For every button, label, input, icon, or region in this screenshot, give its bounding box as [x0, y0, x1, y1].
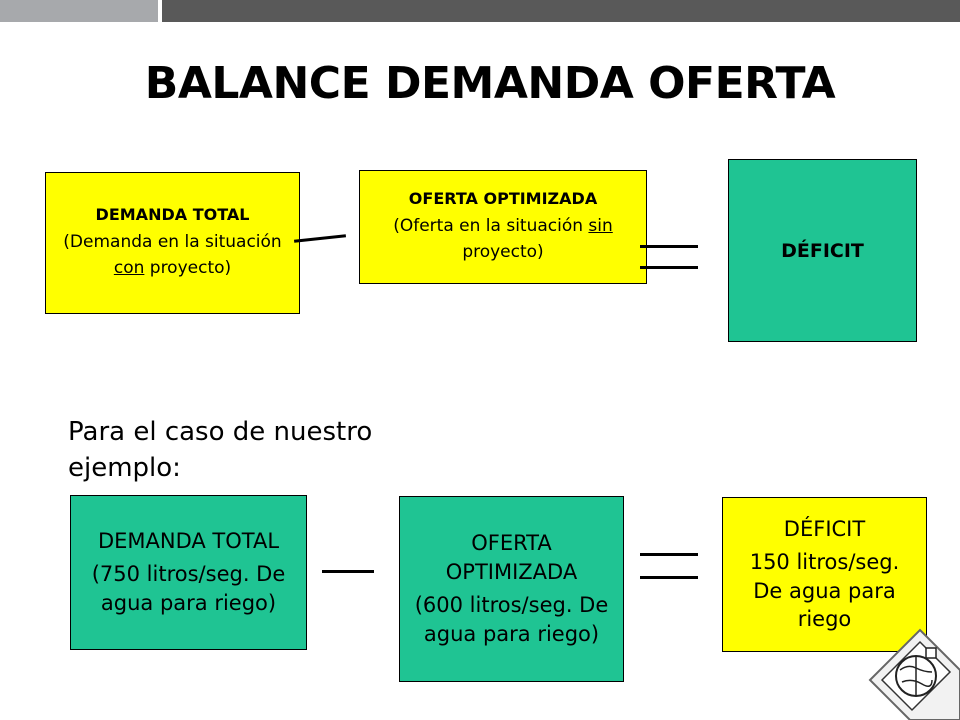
- example-equals-bottom-line: [640, 576, 698, 579]
- oferta-optimizada-heading: OFERTA OPTIMIZADA: [408, 189, 598, 208]
- example-deficit-value: 150 litros/seg. De agua para riego: [749, 549, 900, 632]
- demanda-total-box: DEMANDA TOTAL (Demanda en la situación c…: [45, 172, 300, 314]
- example-caption: Para el caso de nuestro ejemplo:: [68, 417, 373, 483]
- example-demanda-title: DEMANDA TOTAL: [97, 529, 280, 554]
- example-deficit-title: DÉFICIT: [783, 516, 866, 541]
- example-oferta-title: OFERTA OPTIMIZADA: [445, 531, 578, 585]
- equals-connector-bottom-line: [640, 266, 698, 269]
- institution-logo-icon: [868, 628, 960, 720]
- oferta-desc-text: (Oferta en la situación: [393, 216, 589, 236]
- example-demanda-value: (750 litros/seg. De agua para riego): [91, 562, 286, 615]
- example-deficit-box: DÉFICIT 150 litros/seg. De agua para rie…: [722, 497, 927, 652]
- example-minus-connector: [322, 570, 374, 573]
- page-title: BALANCE DEMANDA OFERTA: [144, 58, 836, 109]
- deficit-heading: DÉFICIT: [781, 239, 864, 262]
- demanda-total-description: (Demanda en la situación con proyecto): [46, 230, 299, 281]
- demanda-desc-text: (Demanda en la situación: [63, 232, 282, 252]
- example-equals-top-line: [640, 553, 698, 556]
- deficit-box: DÉFICIT: [728, 159, 917, 342]
- demanda-desc-underlined: con: [113, 257, 145, 278]
- oferta-desc-underlined: sin: [588, 216, 613, 236]
- header-bar-right: [162, 0, 960, 22]
- header-bar-left: [0, 0, 158, 22]
- oferta-optimizada-description: (Oferta en la situación sin proyecto): [360, 214, 646, 265]
- oferta-desc-text-end: proyecto): [462, 241, 544, 262]
- oferta-optimizada-box: OFERTA OPTIMIZADA (Oferta en la situació…: [359, 170, 647, 284]
- example-oferta-box: OFERTA OPTIMIZADA (600 litros/seg. De ag…: [399, 496, 624, 682]
- demanda-total-heading: DEMANDA TOTAL: [95, 205, 250, 224]
- example-oferta-value: (600 litros/seg. De agua para riego): [414, 593, 609, 646]
- example-demanda-box: DEMANDA TOTAL (750 litros/seg. De agua p…: [70, 495, 307, 650]
- equals-connector-top-line: [640, 245, 698, 248]
- minus-connector: [293, 234, 347, 243]
- demanda-desc-text-end: proyecto): [144, 257, 232, 278]
